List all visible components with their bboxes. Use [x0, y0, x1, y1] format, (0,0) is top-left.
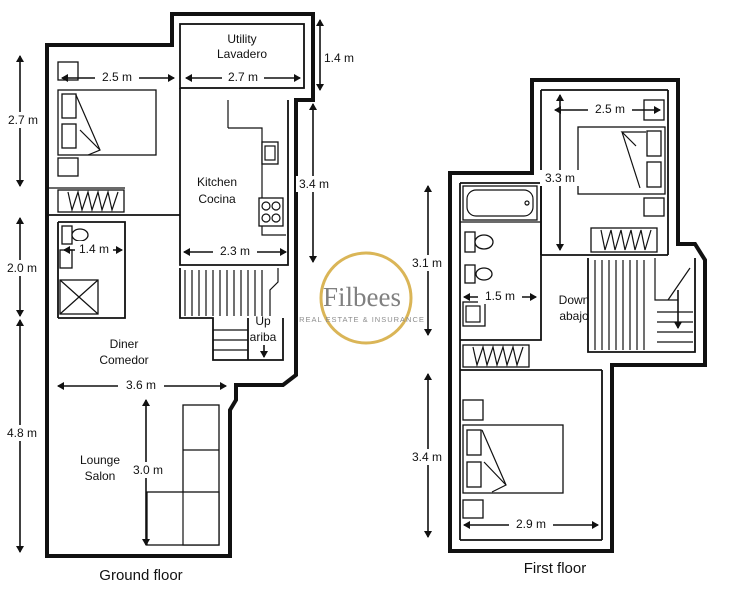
dim-first-bedroom1-width: 2.5 m: [595, 102, 625, 116]
bed-icon: [462, 424, 564, 494]
dim-ground-bedroom-width: 2.5 m: [102, 70, 132, 84]
first-floor-outer-wall: [448, 78, 707, 553]
dim-living-depth: 4.8 m: [7, 426, 37, 440]
dim-first-bath-width: 1.5 m: [485, 289, 515, 303]
watermark-tagline: REAL ESTATE & INSURANCE: [299, 315, 425, 324]
dim-first-bedroom2-depth: 3.4 m: [412, 450, 442, 464]
wardrobe-icon: [462, 344, 530, 368]
nightstand: [462, 399, 484, 421]
first-floor-caption: First floor: [524, 560, 587, 577]
dim-utility-width: 2.7 m: [228, 70, 258, 84]
hob-icon: [258, 197, 284, 227]
dim-first-bath-depth: 3.1 m: [412, 256, 442, 270]
ground-floor-outer-wall: [45, 12, 315, 558]
ground-floor-plan: Utility Lavadero Kitchen Cocina Diner Co…: [2, 12, 356, 584]
ground-floor-caption: Ground floor: [99, 567, 182, 584]
sofa-icon: [146, 404, 220, 546]
dim-ground-bath-width: 1.4 m: [79, 242, 109, 256]
bathtub-icon: [462, 185, 538, 221]
stairs-icon: [587, 258, 696, 353]
dim-utility-depth: 1.4 m: [324, 51, 354, 65]
dim-ground-bath-depth: 2.0 m: [7, 261, 37, 275]
dim-kitchen-depth: 3.4 m: [299, 177, 329, 191]
stairs-down-label-es: abajo: [559, 309, 589, 323]
nightstand: [462, 499, 484, 519]
watermark-ring: [319, 251, 413, 345]
dim-ground-bedroom-depth: 2.7 m: [8, 113, 38, 127]
kitchen-wall: [179, 88, 289, 266]
dim-first-bedroom1-depth: 3.3 m: [545, 171, 575, 185]
dim-kitchen-width: 2.3 m: [220, 244, 250, 258]
wardrobe-icon: [590, 227, 658, 253]
bathroom-wall: [460, 182, 542, 341]
nightstand: [57, 157, 79, 177]
shower-icon: [59, 279, 99, 315]
lounge-label-es: Salon: [85, 469, 116, 483]
stairs-up-label-en: Up: [255, 314, 271, 328]
diner-label-en: Diner: [110, 337, 139, 351]
stairs-up-label-es: ariba: [250, 330, 277, 344]
diner-label-es: Comedor: [99, 353, 148, 367]
toilet-icon: [61, 225, 89, 245]
watermark-name: Filbees: [323, 282, 401, 312]
bed-icon: [57, 89, 157, 156]
dim-diner-width: 3.6 m: [126, 378, 156, 392]
dim-sofa-length: 3.0 m: [133, 463, 163, 477]
utility-room: [179, 23, 305, 89]
dim-first-bedroom2-width: 2.9 m: [516, 517, 546, 531]
kitchen-label-es: Cocina: [198, 192, 236, 206]
utility-label-en: Utility: [227, 32, 256, 46]
sink-icon: [59, 249, 73, 269]
stairs-down-label-en: Down: [559, 293, 590, 307]
bathroom-wall: [58, 221, 126, 319]
stairs-icon: [179, 268, 284, 361]
wardrobe-icon: [57, 189, 125, 213]
first-floor-plan: Down abajo 2.5 m 3.3 m 3.1 m 1.5 m 3.4 m…: [406, 78, 707, 577]
toilet-icon: [464, 231, 494, 253]
nightstand: [643, 197, 665, 217]
utility-label-es: Lavadero: [217, 47, 267, 61]
lounge-label-en: Lounge: [80, 453, 120, 467]
sink-icon: [261, 141, 279, 165]
watermark-logo: Filbees REAL ESTATE & INSURANCE: [299, 251, 425, 345]
bed-icon: [577, 126, 666, 195]
toilet-icon: [464, 264, 493, 284]
kitchen-label-en: Kitchen: [197, 175, 237, 189]
